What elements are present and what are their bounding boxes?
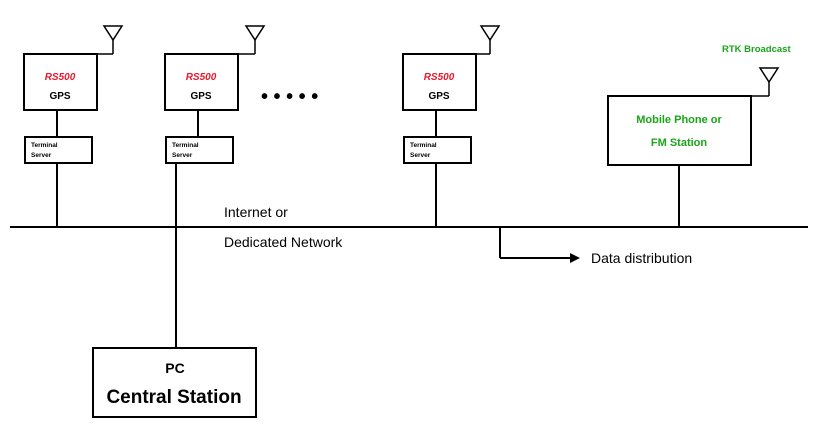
terminal-server-line2: Server: [172, 152, 193, 159]
gps-type-label: GPS: [49, 91, 70, 102]
antenna-icon: [97, 25, 124, 55]
antenna-icon: [475, 25, 501, 55]
gps-station-2: RS500 GPS Terminal Server: [164, 25, 266, 227]
terminal-server-line1: Terminal: [31, 142, 58, 149]
terminal-server-box: [165, 136, 234, 164]
data-distribution-label: Data distribution: [591, 250, 692, 266]
gps-receiver-box: [164, 53, 239, 111]
rtk-broadcast-label: RTK Broadcast: [722, 44, 791, 55]
gps-station-1: RS500 GPS Terminal Server: [23, 25, 124, 227]
terminal-server-line2: Server: [410, 152, 431, 159]
antenna-icon: [238, 25, 266, 55]
terminal-server-line2: Server: [31, 152, 52, 159]
gps-type-label: GPS: [190, 91, 211, 102]
central-station-label: Central Station: [106, 387, 241, 408]
gps-brand-label: RS500: [424, 72, 455, 83]
central-pc-label: PC: [165, 360, 184, 376]
gps-type-label: GPS: [428, 91, 449, 102]
network-label-line2: Dedicated Network: [224, 234, 343, 250]
terminal-server-box: [403, 136, 472, 164]
antenna-icon: [751, 67, 780, 97]
central-station-box: [92, 347, 257, 418]
gps-receiver-box: [402, 53, 477, 111]
network-label-line1: Internet or: [224, 204, 288, 220]
gps-brand-label: RS500: [186, 72, 217, 83]
terminal-server-box: [24, 136, 93, 164]
broadcast-box: [607, 95, 752, 166]
terminal-server-line1: Terminal: [410, 142, 437, 149]
gps-brand-label: RS500: [45, 72, 76, 83]
ellipsis: • • • • •: [261, 86, 318, 108]
broadcast-line1: Mobile Phone or: [636, 114, 722, 126]
broadcast-station: RTK Broadcast Mobile Phone or FM Station: [607, 44, 791, 227]
terminal-server-line1: Terminal: [172, 142, 199, 149]
data-distribution-arrow: [499, 227, 580, 263]
gps-station-3: RS500 GPS Terminal Server: [402, 25, 501, 227]
gps-receiver-box: [23, 53, 98, 111]
broadcast-line2: FM Station: [651, 137, 707, 149]
